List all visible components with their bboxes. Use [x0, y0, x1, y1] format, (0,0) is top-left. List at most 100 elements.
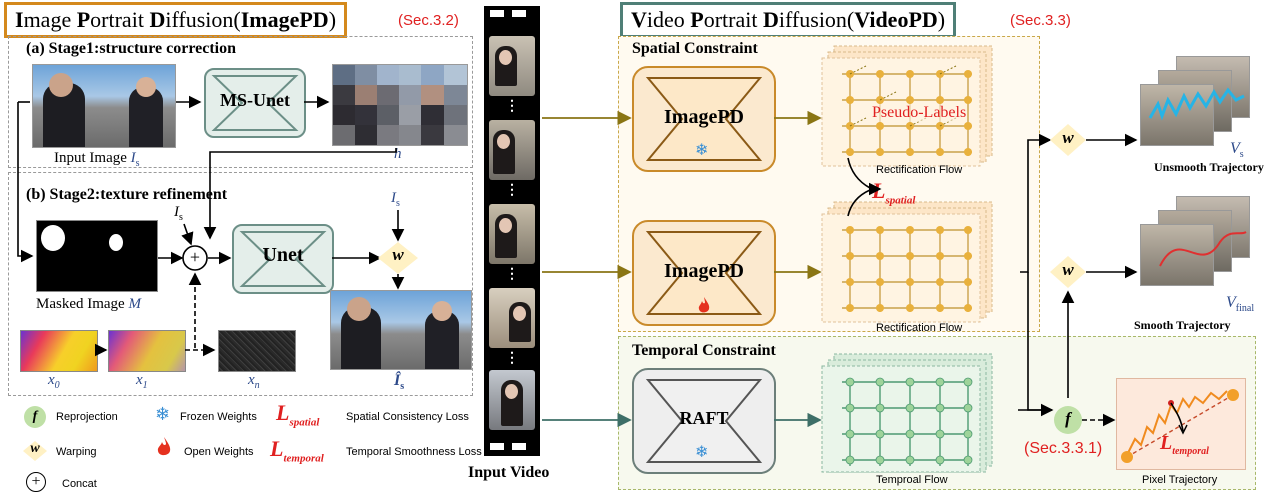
videopd-connectors	[542, 110, 1138, 434]
snowflake-icon: ❄	[155, 404, 171, 424]
input-image-symbol: I	[130, 150, 136, 166]
raft-label: RAFT	[679, 408, 729, 428]
legend-temporal-l: L	[270, 436, 284, 461]
is-hat-label: Îs	[394, 372, 404, 392]
warp-w2-glyph: w	[1062, 260, 1074, 279]
flame-icon	[697, 296, 711, 319]
legend-spatial-desc: Spatial Consistency Loss	[346, 411, 469, 423]
smooth-label: Smooth Trajectory	[1134, 318, 1231, 333]
legend-temporal-desc: Temporal Smoothness Loss	[346, 446, 482, 458]
rect-flow-1-label: Rectification Flow	[876, 164, 963, 176]
reprojection-f-glyph: f	[1065, 409, 1071, 428]
masked-image-symbol: M	[128, 296, 141, 312]
video-frame-2	[489, 120, 535, 180]
ms-unet-block: MS-Unet	[204, 68, 306, 138]
snowflake-icon: ❄	[695, 142, 709, 159]
vfinal-symbol: V	[1226, 294, 1236, 311]
warp-glyph: w	[388, 245, 408, 265]
imagepd-frozen-shape	[645, 77, 763, 161]
unsmooth-text: Unsmooth Trajectory	[1154, 160, 1264, 174]
warp-glyph-text: w	[392, 245, 404, 264]
loss-spatial-sub: spatial	[885, 194, 916, 207]
x0-subscript: 0	[54, 380, 60, 391]
imagepd-open-block: ImagePD	[632, 220, 776, 326]
vs-subscript: s	[1239, 149, 1244, 161]
legend-frozen: Frozen Weights	[180, 411, 257, 423]
legend-concat-icon: +	[26, 472, 46, 492]
loss-temporal: Ltemporal	[1160, 432, 1209, 457]
is-top-label: Is	[391, 190, 400, 209]
video-frame-5	[489, 370, 535, 430]
legend-w-icon: w	[22, 440, 48, 462]
title-letter: D	[763, 7, 779, 32]
unet-block: Unet	[232, 224, 334, 294]
unsmooth-output	[1140, 56, 1256, 148]
stage1-title: (a) Stage1:structure correction	[26, 40, 236, 57]
output-image-photo	[330, 290, 472, 370]
unet-label: Unet	[262, 244, 304, 266]
raft-shape	[645, 379, 763, 463]
title-word: ortrait	[703, 7, 763, 32]
h-label: h	[394, 146, 402, 163]
vfinal-label: Vfinal	[1226, 294, 1254, 314]
spatial-constraint-title: Spatial Constraint	[632, 40, 758, 57]
imagepd-open-label: ImagePD	[664, 260, 744, 282]
title-letter: P	[76, 7, 91, 32]
title-word: ideo	[646, 7, 691, 32]
legend-w-glyph: w	[30, 441, 40, 456]
input-image-label: Input Image Is	[54, 150, 140, 169]
imagepd-connectors	[17, 95, 418, 357]
temporal-constraint-title: Temporal Constraint	[632, 342, 776, 359]
flow-grids	[821, 45, 993, 473]
loss-temporal-sub: temporal	[1172, 446, 1209, 457]
mosaic-grid	[333, 65, 467, 145]
film-strip: ⋮ ⋮ ⋮ ⋮	[484, 6, 540, 456]
legend-f-glyph: f	[32, 409, 38, 424]
warp-w2: w	[1058, 260, 1078, 280]
x1-symbol: x	[136, 372, 143, 388]
frame-gap-dots: ⋮	[505, 351, 519, 366]
input-image-subscript: s	[135, 158, 140, 169]
video-frame-1	[489, 36, 535, 96]
is-hat-subscript: s	[400, 381, 405, 393]
x0-symbol: x	[48, 372, 55, 388]
vs-symbol: V	[1230, 140, 1240, 157]
pixel-trajectory-plot	[1121, 389, 1239, 463]
stage1-panel	[8, 36, 473, 168]
title-letter: I	[15, 7, 24, 32]
is-plus-subscript: s	[179, 212, 183, 223]
imagepd-frozen-block: ImagePD ❄	[632, 66, 776, 172]
input-image-text: Input Image	[54, 150, 131, 166]
raft-block: RAFT ❄	[632, 368, 776, 474]
vfinal-subscript: final	[1235, 303, 1255, 315]
masked-image-label: Masked Image M	[36, 296, 141, 313]
x1-subscript: 1	[142, 380, 148, 391]
legend-concat-glyph: +	[31, 473, 41, 490]
frame-gap-dots: ⋮	[505, 183, 519, 198]
frame-gap-dots: ⋮	[505, 99, 519, 114]
masked-image	[36, 220, 158, 292]
legend-temporal-sub: temporal	[283, 452, 324, 465]
video-frame-4	[489, 288, 535, 348]
unsmooth-label: Unsmooth Trajectory	[1154, 160, 1264, 175]
imagepd-frozen-label: ImagePD	[664, 106, 744, 128]
input-video-label: Input Video	[468, 464, 550, 481]
legend-reprojection: Reprojection	[56, 411, 118, 423]
input-image-photo	[32, 64, 176, 148]
legend: f Reprojection ❄ Frozen Weights Lspatial…	[0, 398, 482, 494]
legend-open: Open Weights	[184, 446, 254, 458]
xn-symbol: x	[248, 372, 255, 388]
xn-subscript: n	[254, 380, 260, 391]
snowflake-icon: ❄	[695, 444, 709, 461]
smooth-output	[1140, 196, 1256, 288]
imagepd-sec-ref: (Sec.3.2)	[398, 12, 459, 29]
temporal-flow-label: Temproal Flow	[876, 474, 948, 486]
pixel-trajectory-label: Pixel Trajectory	[1142, 474, 1218, 486]
noise-x1	[108, 330, 186, 372]
legend-warping: Warping	[56, 446, 97, 458]
imagepd-title: Image Portrait Diffusion(ImagePD)	[4, 2, 348, 38]
title-acronym: ImagePD	[240, 7, 329, 32]
is-top-subscript: s	[396, 198, 400, 209]
title-letter: V	[631, 7, 647, 32]
reprojection-f: f	[1058, 409, 1078, 429]
